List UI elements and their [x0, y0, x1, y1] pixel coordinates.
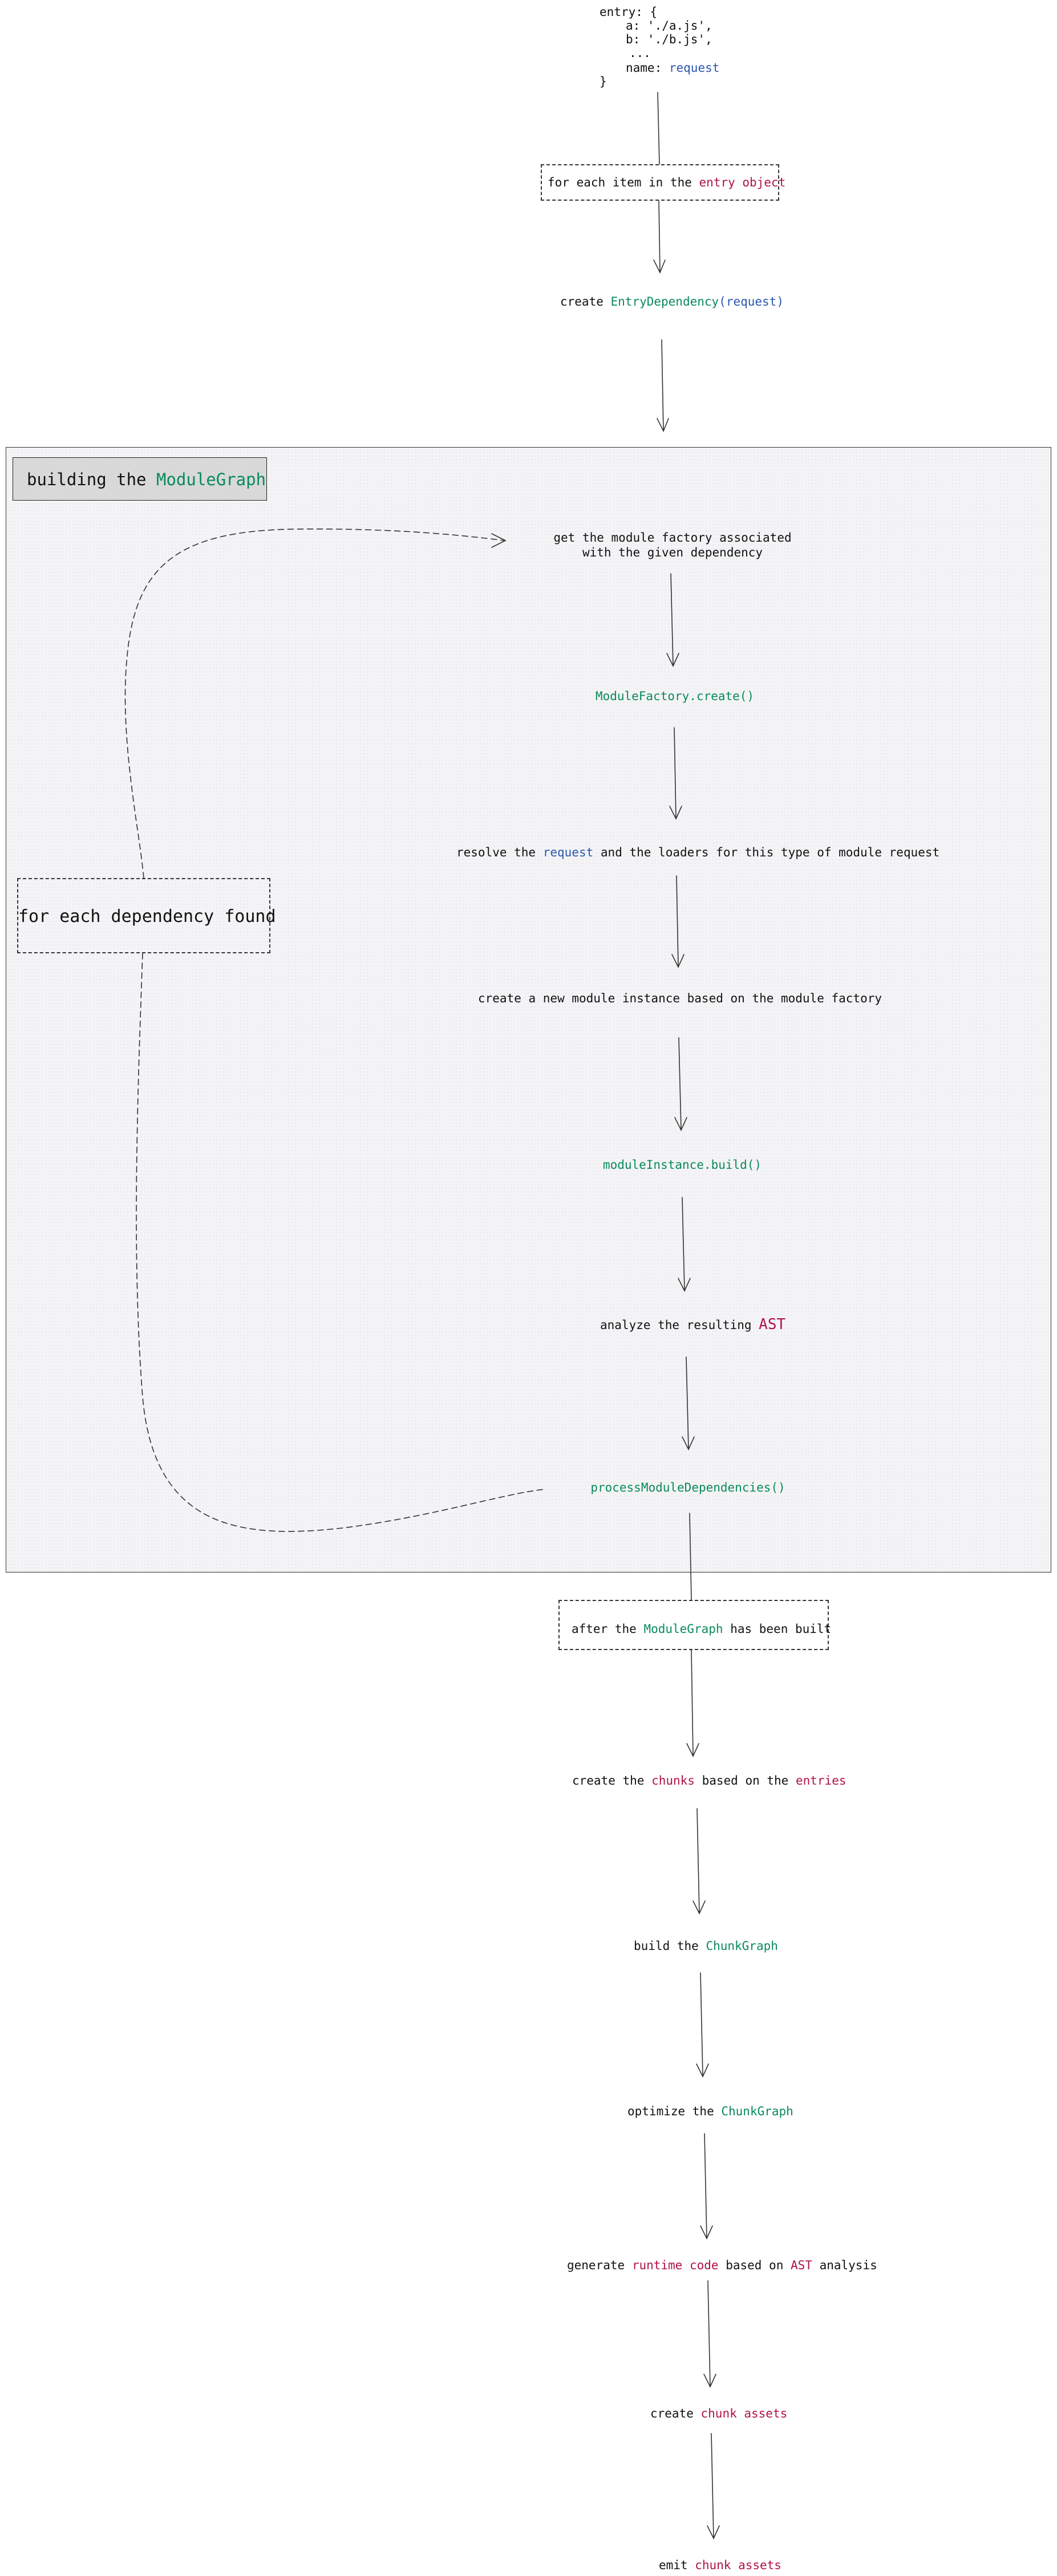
request-keyword: request: [542, 846, 594, 859]
chunk-graph-keyword: ChunkGraph: [706, 1939, 778, 1953]
label-text: create: [560, 295, 604, 308]
arrow-line: [670, 573, 674, 667]
module-graph-keyword: ModuleGraph: [643, 1622, 723, 1636]
code-line: b: './b.js',: [626, 32, 712, 46]
generate-runtime-step: generate runtime code based on AST analy…: [567, 2258, 877, 2273]
connector-line: [689, 1513, 692, 1600]
ast-keyword: AST: [759, 1316, 786, 1333]
label-text: based on the: [702, 1774, 789, 1787]
arrow-line: [676, 875, 679, 968]
code-key: name:: [626, 61, 662, 75]
arrow-line: [686, 1356, 689, 1450]
for-each-entry-box: [541, 164, 779, 201]
for-each-entry-label: for each item in the entry object: [548, 175, 785, 190]
arrow-line: [691, 1649, 694, 1757]
arrow-line: [661, 339, 664, 432]
create-chunks-step: create the chunks based on the entries: [572, 1773, 847, 1788]
module-graph-section: [6, 447, 1051, 1573]
arrow-head: [678, 1278, 691, 1292]
resolve-request-step: resolve the request and the loaders for …: [456, 845, 939, 860]
after-graph-label: after the ModuleGraph has been built: [572, 1622, 831, 1636]
arrow-head: [674, 1117, 687, 1131]
build-chunk-graph-step: build the ChunkGraph: [634, 1939, 778, 1953]
code-value: request: [669, 61, 720, 75]
optimize-chunk-graph-step: optimize the ChunkGraph: [627, 2104, 793, 2119]
module-factory-create-step: ModuleFactory.create(): [595, 689, 755, 703]
chunk-assets-keyword: chunk assets: [695, 2558, 781, 2572]
emit-chunk-assets-step: emit chunk assets: [659, 2558, 781, 2573]
code-line: entry: {: [600, 5, 658, 19]
label-text: optimize the: [627, 2104, 714, 2118]
arrow-line: [678, 1037, 682, 1131]
label-text: based on: [726, 2258, 784, 2272]
ast-keyword: AST: [791, 2258, 812, 2272]
runtime-code-keyword: runtime code: [631, 2258, 719, 2272]
request-arg: (request): [719, 295, 784, 308]
code-line: name: request: [626, 60, 719, 75]
entry-dependency-class: EntryDependency: [610, 295, 719, 308]
code-line: ...: [629, 46, 651, 60]
analyze-ast-step: analyze the resulting AST: [600, 1317, 785, 1332]
arrow-head: [703, 2374, 716, 2388]
label-text: generate: [567, 2258, 625, 2272]
label-text: has been built: [730, 1622, 832, 1636]
arrow-line: [696, 1808, 700, 1914]
connector-line: [657, 92, 660, 165]
module-build-step: moduleInstance.build(): [602, 1158, 762, 1172]
arrow-head: [696, 2063, 709, 2078]
module-graph-title: building the ModuleGraph: [13, 457, 267, 501]
arrow-line: [700, 1972, 703, 2077]
dependency-loop-box: for each dependency found: [17, 878, 276, 953]
create-module-instance-step: create a new module instance based on th…: [477, 992, 882, 1005]
arrow-head: [671, 954, 685, 968]
label-text: analyze the resulting: [600, 1318, 752, 1332]
arrow-line: [704, 2133, 707, 2239]
create-entry-dependency-step: create EntryDependency(request): [560, 294, 784, 309]
arrow-head: [682, 1436, 695, 1450]
entries-keyword: entries: [795, 1774, 847, 1787]
label-text: and the loaders for this type of module …: [600, 846, 940, 859]
arrow-head: [657, 418, 669, 432]
arrow-line: [658, 200, 661, 273]
label-text: create: [650, 2407, 694, 2420]
arrow-head: [666, 653, 679, 667]
code-line: }: [600, 75, 607, 88]
loop-arrow-head: [491, 533, 507, 548]
module-graph-keyword: ModuleGraph: [156, 470, 266, 489]
label-text: create the: [572, 1774, 645, 1787]
label-text: emit: [659, 2558, 688, 2572]
arrow-line: [707, 2280, 711, 2387]
loop-path-upper: [124, 529, 505, 879]
arrow-head: [692, 1900, 706, 1915]
label-text: resolve the: [456, 846, 536, 859]
chunk-graph-keyword: ChunkGraph: [721, 2104, 793, 2118]
get-factory-step-line1: get the module factory associated: [553, 531, 792, 545]
label-text: build the: [634, 1939, 699, 1953]
process-dependencies-step: processModuleDependencies(): [590, 1481, 785, 1494]
create-chunk-assets-step: create chunk assets: [650, 2406, 787, 2421]
arrow-line: [682, 1197, 685, 1291]
chunk-assets-keyword: chunk assets: [700, 2407, 788, 2420]
get-factory-step-line2: with the given dependency: [582, 546, 763, 559]
after-graph-box: [558, 1600, 829, 1650]
label-text: analysis: [819, 2258, 877, 2272]
label-text: building the: [27, 470, 147, 489]
arrow-head: [700, 2225, 713, 2240]
label-text: for each item in the: [548, 176, 692, 189]
arrow-head: [707, 2525, 720, 2540]
arrow-head: [669, 806, 682, 820]
arrow-line: [674, 727, 677, 819]
entry-object-keyword: entry object: [699, 176, 786, 189]
arrow-line: [711, 2433, 714, 2539]
arrow-head: [686, 1743, 699, 1757]
chunks-keyword: chunks: [651, 1774, 695, 1787]
arrow-head: [653, 259, 666, 274]
code-line: a: './a.js',: [626, 19, 712, 32]
loop-path-lower: [136, 953, 545, 1532]
label-text: after the: [572, 1622, 637, 1636]
